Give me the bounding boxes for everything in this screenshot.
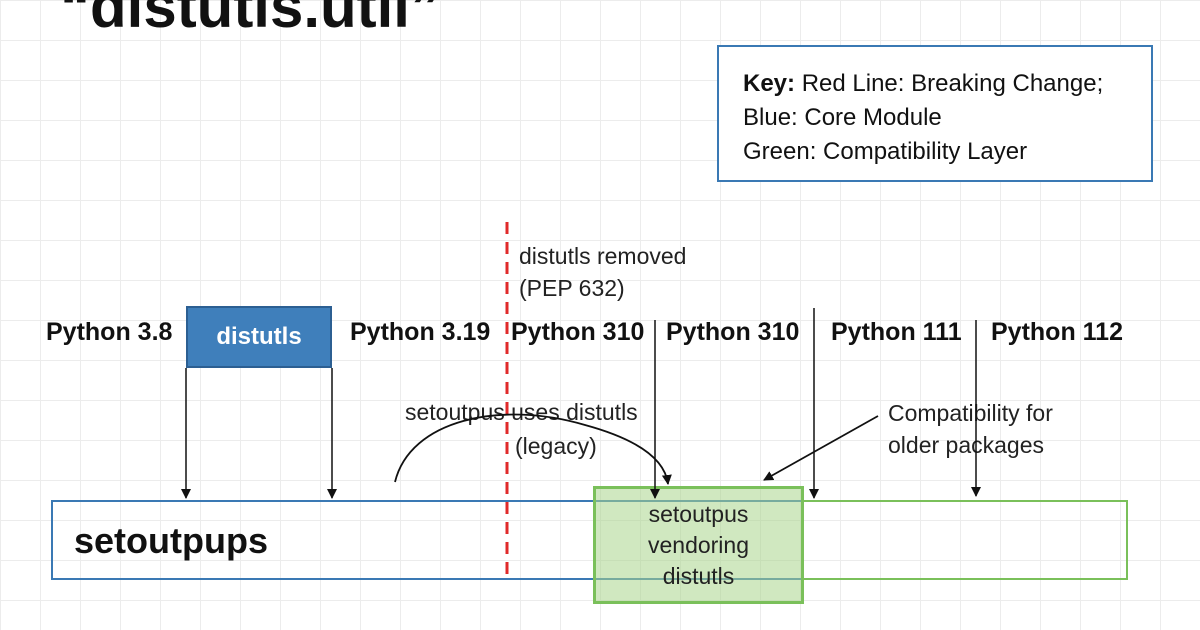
diagram-title: “distutls.util” (60, 0, 440, 40)
compatibility-layer-segment (804, 500, 1128, 580)
vendoring-line-2: vendoring (647, 531, 750, 558)
legend-line-2: Blue: Core Module (743, 104, 942, 131)
legend-line-1: Key: Red Line: Breaking Change; (743, 67, 1151, 101)
legend-red-line-text: Red Line: Breaking Change; (801, 70, 1104, 97)
core-module-box: distutls (186, 306, 332, 368)
legacy-note-line-1: setoutpus uses distutls (405, 399, 638, 425)
version-label-2: Python 3.19 (350, 318, 491, 346)
version-label-6: Python 112 (991, 318, 1123, 346)
removed-note-line-1: distutls removed (519, 243, 687, 269)
compat-note-line-1: Compatibility for (888, 400, 1053, 426)
legacy-curve-arrow (394, 413, 672, 485)
removed-note-line-2: (PEP 632) (519, 275, 625, 301)
compat-note-line-2: older packages (888, 432, 1044, 458)
legend-line-3: Green: Compatibility Layer (743, 138, 1028, 165)
vendoring-line-3: distutls (662, 562, 735, 589)
compat-arrow (763, 415, 879, 481)
compat-note: Compatibility for older packages (888, 397, 1053, 461)
legend-box: Key: Red Line: Breaking Change; Blue: Co… (717, 45, 1153, 182)
removed-note: distutls removed (PEP 632) (519, 240, 686, 304)
timeline-bar-label: setoutpups (74, 520, 268, 561)
version-label-4: Python 310 (666, 318, 800, 346)
version-label-1: Python 3.8 (46, 318, 173, 346)
vendoring-box: setoutpus vendoring distutls (593, 486, 804, 604)
version-label-5: Python 111 (831, 318, 962, 346)
version-label-3: Python 310 (511, 318, 645, 346)
legend-key-label: Key: (743, 70, 796, 97)
legacy-note-line-2: (legacy) (515, 433, 597, 459)
vendoring-line-1: setoutpus (648, 500, 749, 527)
